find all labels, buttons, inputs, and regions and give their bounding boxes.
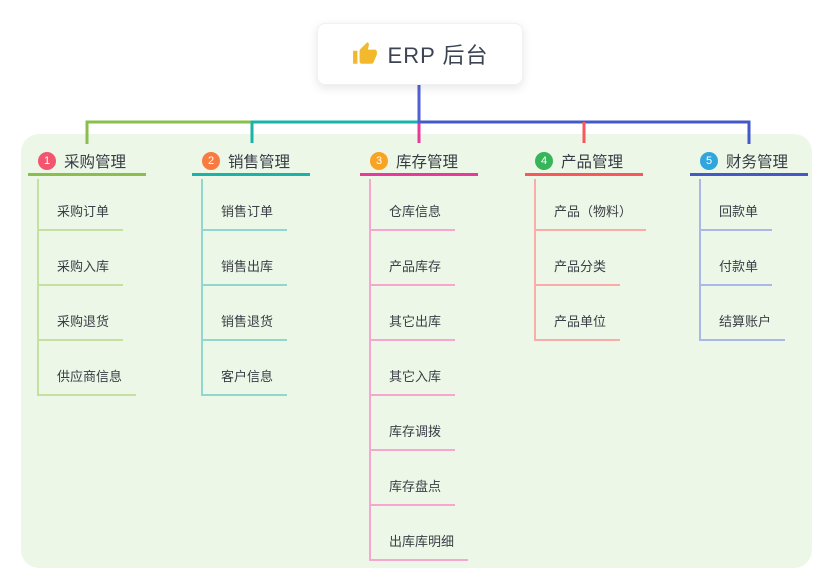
branch-product: 4 产品管理 产品（物料） 产品分类 产品单位: [525, 0, 685, 588]
branch-child-line: [369, 179, 371, 561]
branch-sales: 2 销售管理 销售订单 销售出库 销售退货 客户信息: [192, 0, 352, 588]
node-supplier-info[interactable]: 供应商信息: [37, 367, 137, 396]
branch-finance-header[interactable]: 5 财务管理: [690, 148, 808, 176]
branch-inventory-header[interactable]: 3 库存管理: [360, 148, 478, 176]
node-inout-detail[interactable]: 出库库明细: [369, 532, 469, 561]
branch-inventory: 3 库存管理 仓库信息 产品库存 其它出库 其它入库 库存调拨 库存盘点 出库库…: [360, 0, 520, 588]
node-sales-order[interactable]: 销售订单: [201, 202, 288, 231]
node-purchase-inbound[interactable]: 采购入库: [37, 257, 124, 286]
node-sales-return[interactable]: 销售退货: [201, 312, 288, 341]
root-node-title: ERP 后台: [387, 43, 489, 68]
branch-product-header[interactable]: 4 产品管理: [525, 148, 643, 176]
node-product-stock[interactable]: 产品库存: [369, 257, 456, 286]
mindmap-background-panel: [21, 134, 812, 568]
branch-sales-header[interactable]: 2 销售管理: [192, 148, 310, 176]
node-warehouse-info[interactable]: 仓库信息: [369, 202, 456, 231]
branch-title: 库存管理: [396, 153, 459, 171]
branch-child-line: [37, 179, 39, 396]
node-settlement-account[interactable]: 结算账户: [699, 312, 786, 341]
branch-title: 销售管理: [228, 153, 291, 171]
branch-purchase-header[interactable]: 1 采购管理: [28, 148, 146, 176]
node-payment-bill[interactable]: 付款单: [699, 257, 773, 286]
branch-purchase: 1 采购管理 采购订单 采购入库 采购退货 供应商信息: [28, 0, 188, 588]
node-sales-outbound[interactable]: 销售出库: [201, 257, 288, 286]
branch-child-line: [534, 179, 536, 341]
node-other-outbound[interactable]: 其它出库: [369, 312, 456, 341]
branch-number-badge: 5: [700, 151, 718, 170]
node-other-inbound[interactable]: 其它入库: [369, 367, 456, 396]
thumbs-up-icon: [352, 42, 377, 64]
node-product-unit[interactable]: 产品单位: [534, 312, 621, 341]
node-receipt-bill[interactable]: 回款单: [699, 202, 773, 231]
branch-child-line: [699, 179, 701, 341]
branch-number-badge: 4: [535, 151, 553, 170]
node-customer-info[interactable]: 客户信息: [201, 367, 288, 396]
branch-title: 产品管理: [561, 153, 624, 171]
node-stock-count[interactable]: 库存盘点: [369, 477, 456, 506]
branch-child-line: [201, 179, 203, 396]
node-purchase-order[interactable]: 采购订单: [37, 202, 124, 231]
node-purchase-return[interactable]: 采购退货: [37, 312, 124, 341]
branch-number-badge: 2: [202, 151, 220, 170]
branch-number-badge: 3: [370, 151, 388, 170]
node-product-category[interactable]: 产品分类: [534, 257, 621, 286]
root-node-erp[interactable]: ERP 后台: [317, 23, 523, 85]
branch-finance: 5 财务管理 回款单 付款单 结算账户: [690, 0, 839, 588]
branch-title: 财务管理: [726, 153, 789, 171]
branch-title: 采购管理: [64, 153, 127, 171]
branch-number-badge: 1: [38, 151, 56, 170]
node-product-material[interactable]: 产品（物料）: [534, 202, 647, 231]
node-stock-transfer[interactable]: 库存调拨: [369, 422, 456, 451]
